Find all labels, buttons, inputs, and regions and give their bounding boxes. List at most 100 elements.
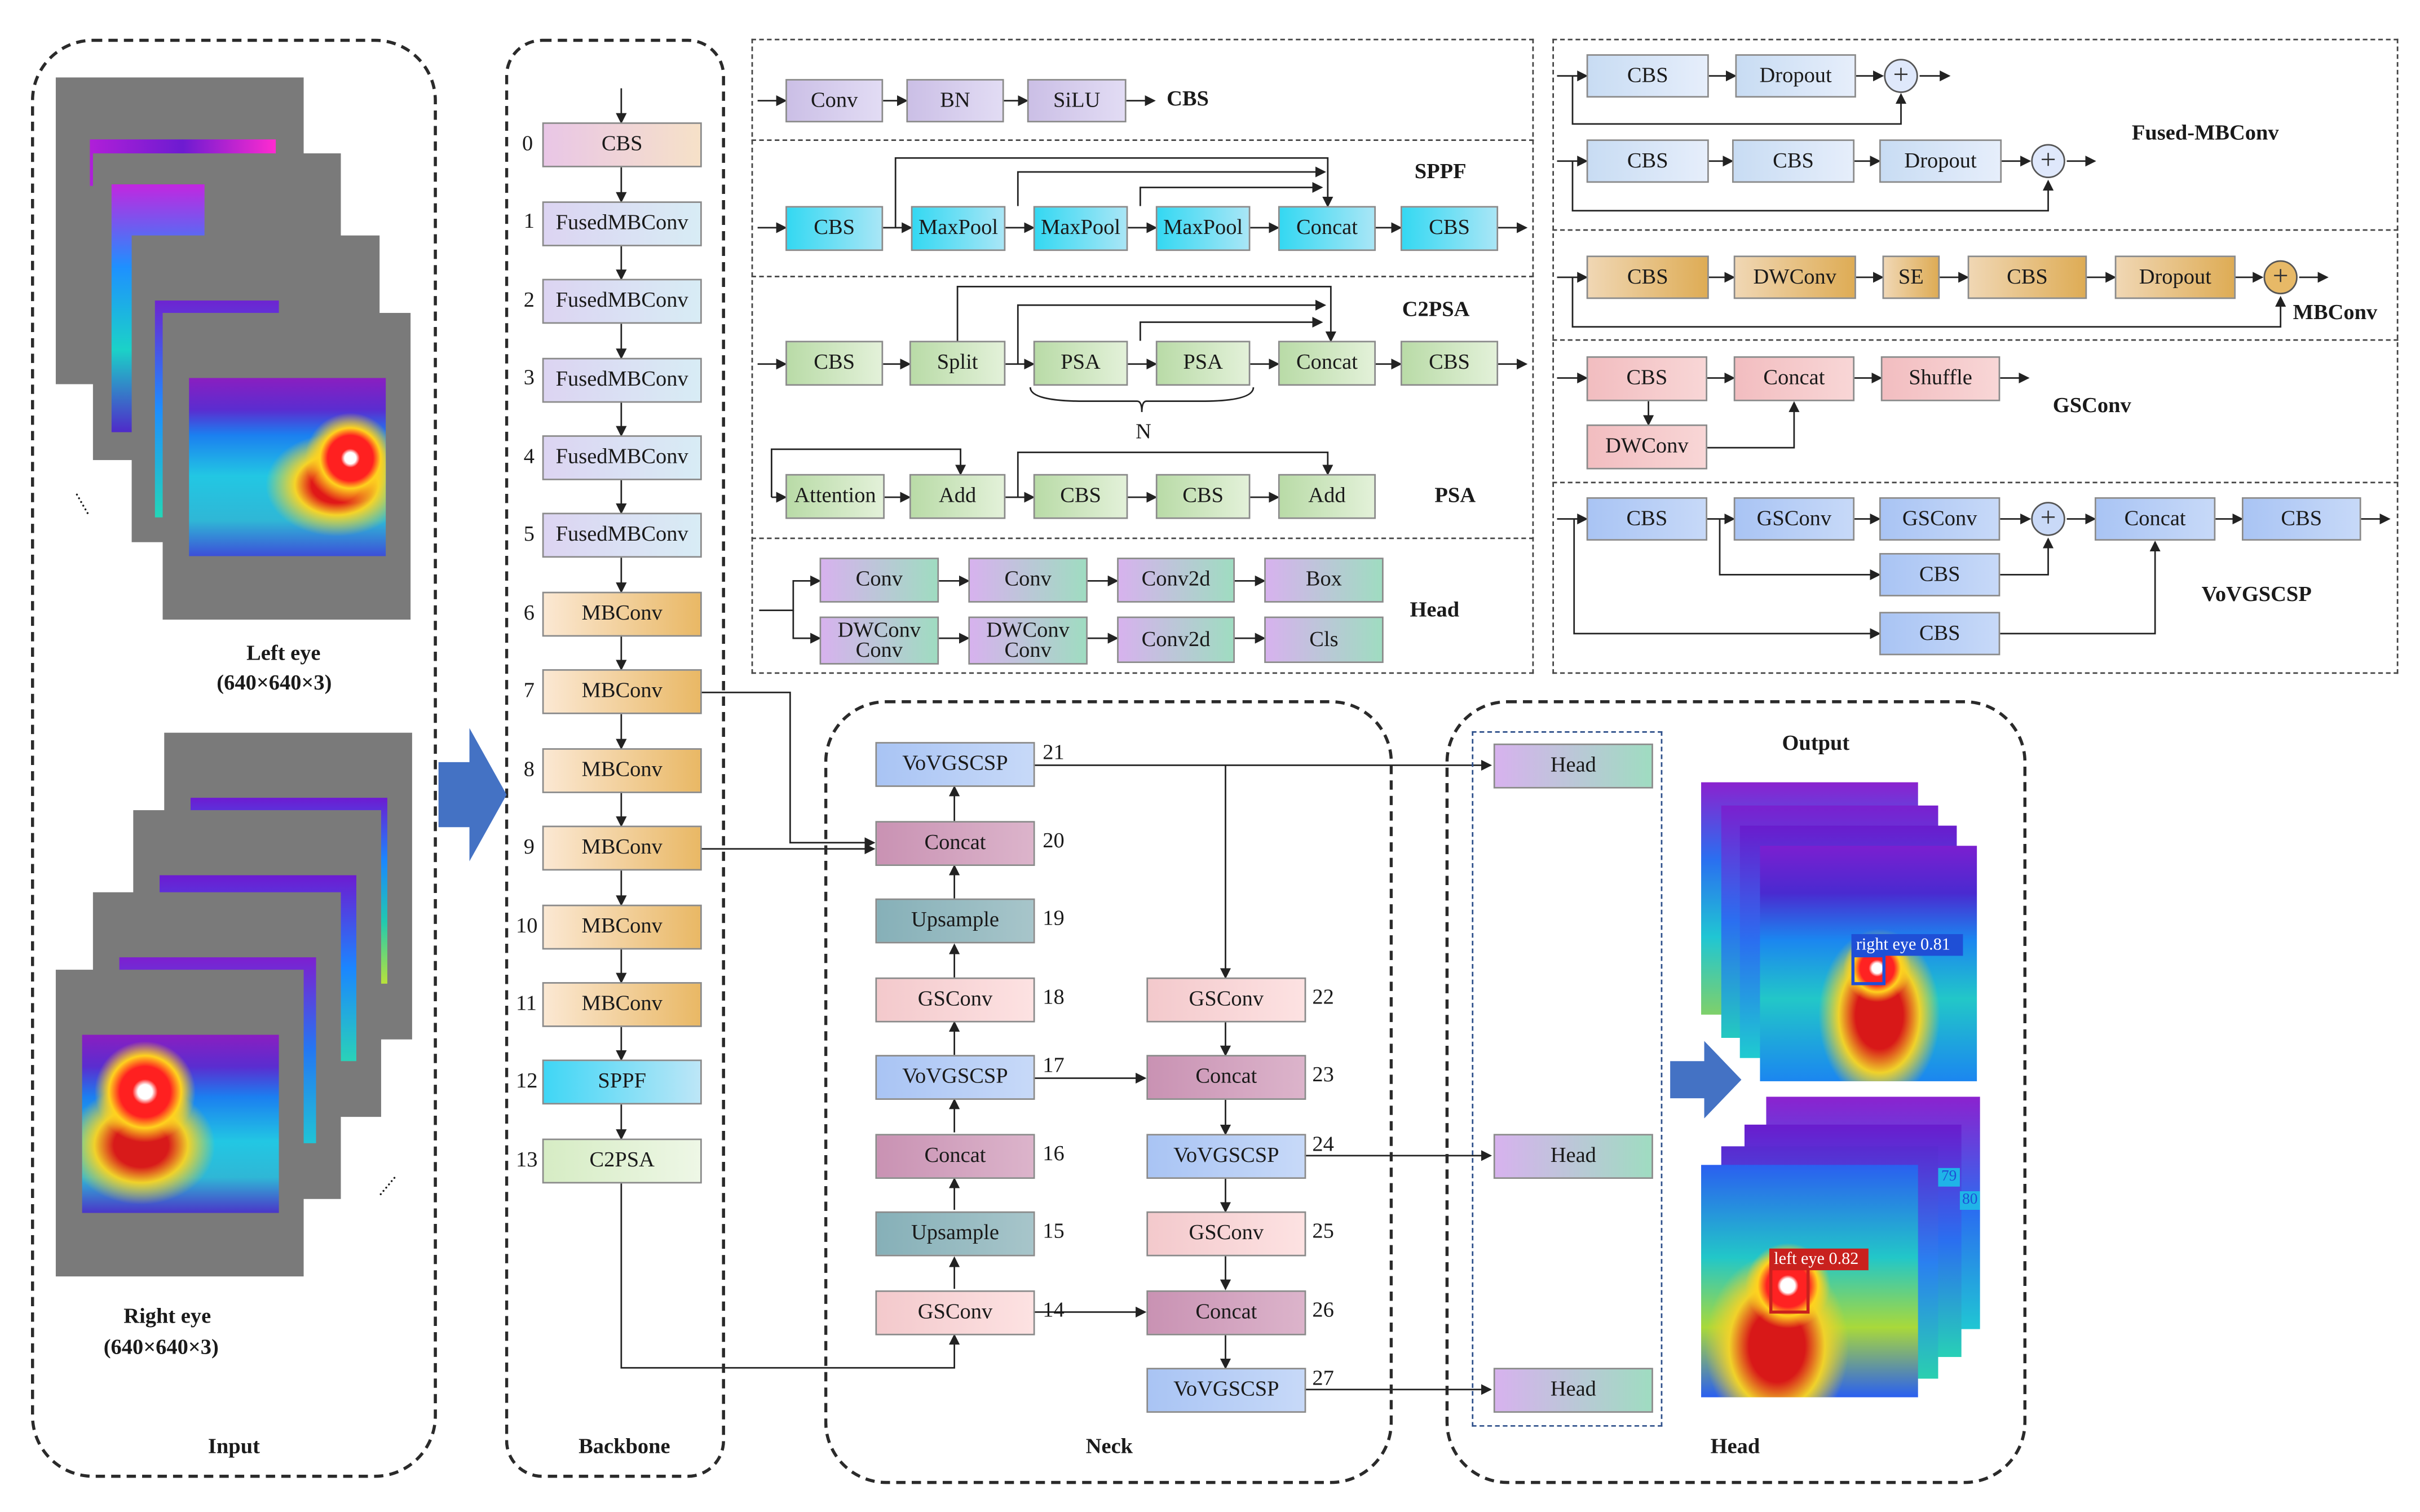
module-block: PSA xyxy=(1155,341,1251,386)
head-stack-box xyxy=(1472,731,1663,1427)
module-block: DWConv xyxy=(1733,255,1856,299)
head-title: Head xyxy=(1710,1436,1760,1460)
module-block: PSA xyxy=(1033,341,1128,386)
neck-title: Neck xyxy=(1085,1436,1133,1460)
module-block: Add xyxy=(909,474,1006,519)
right-eye-label: Right eye xyxy=(123,1306,211,1329)
module-block: Conv2d xyxy=(1117,558,1235,603)
right-eye-image xyxy=(55,970,304,1277)
modules-right-box xyxy=(1552,38,2399,674)
layer-index: 24 xyxy=(1312,1134,1334,1157)
backbone-layer: C2PSA xyxy=(542,1138,702,1184)
backbone-layer: MBConv xyxy=(542,982,702,1027)
left-eye-dims: (640×640×3) xyxy=(217,672,332,696)
layer-index: 15 xyxy=(1043,1221,1065,1244)
neck-panel xyxy=(824,700,1393,1484)
module-block: CBS xyxy=(1586,497,1708,541)
module-block: CBS xyxy=(1879,552,2001,596)
backbone-layer: SPPF xyxy=(542,1059,702,1105)
neck-layer: GSConv xyxy=(875,977,1035,1023)
layer-index: 18 xyxy=(1043,987,1065,1010)
module-block: Concat xyxy=(1733,356,1855,401)
module-block: BN xyxy=(906,79,1004,123)
module-title: GSConv xyxy=(2052,395,2131,418)
neck-layer: Concat xyxy=(1146,1290,1306,1336)
right-eye-output-image xyxy=(1760,846,1977,1081)
neck-layer: VoVGSCSP xyxy=(1146,1134,1306,1179)
module-block: MaxPool xyxy=(911,206,1006,251)
neck-layer: Upsample xyxy=(875,898,1035,944)
module-block: CBS xyxy=(785,341,884,386)
module-block: Dropout xyxy=(1735,54,1856,98)
head-panel xyxy=(1445,700,2027,1484)
module-block: CBS xyxy=(2242,497,2361,541)
module-title: VoVGSCSP xyxy=(2201,583,2312,608)
module-title: PSA xyxy=(1434,485,1476,509)
module-block: MaxPool xyxy=(1155,206,1251,251)
module-block: Dropout xyxy=(1879,139,2002,183)
left-eye-label: Left eye xyxy=(246,643,321,666)
neck-layer: Concat xyxy=(875,821,1035,866)
right-eye-dims: (640×640×3) xyxy=(103,1337,219,1360)
module-block: GSConv xyxy=(1733,497,1855,541)
backbone-layer: FusedMBConv xyxy=(542,278,702,324)
layer-index: 13 xyxy=(516,1149,538,1173)
add-icon: + xyxy=(2031,144,2065,178)
neck-layer: VoVGSCSP xyxy=(875,742,1035,787)
module-block: Conv xyxy=(968,558,1088,603)
module-block: CBS xyxy=(1400,206,1499,251)
input-title: Input xyxy=(207,1436,260,1460)
add-icon: + xyxy=(2031,502,2065,536)
layer-index: 21 xyxy=(1043,742,1065,766)
module-block: Cls xyxy=(1264,616,1384,664)
module-block: MaxPool xyxy=(1033,206,1128,251)
module-block: Concat xyxy=(1278,341,1376,386)
module-block: Shuffle xyxy=(1880,356,2001,401)
layer-index: 5 xyxy=(523,523,535,547)
backbone-layer: FusedMBConv xyxy=(542,435,702,480)
detection-badge: 79 xyxy=(1938,1168,1960,1187)
backbone-title: Backbone xyxy=(578,1436,670,1460)
layer-index: 19 xyxy=(1043,908,1065,931)
layer-index: 14 xyxy=(1043,1299,1065,1323)
add-icon: + xyxy=(1884,59,1918,93)
module-block: CBS xyxy=(1586,356,1708,401)
layer-index: 27 xyxy=(1312,1368,1334,1391)
module-block: CBS xyxy=(1586,139,1709,183)
layer-index: 9 xyxy=(523,836,535,860)
module-block: DWConv Conv xyxy=(968,616,1088,665)
flow-arrow-icon xyxy=(438,728,507,861)
module-block: CBS xyxy=(1155,474,1251,519)
module-block: Conv xyxy=(819,558,939,603)
layer-index: 17 xyxy=(1043,1055,1065,1078)
head-block: Head xyxy=(1493,1134,1653,1179)
module-title: C2PSA xyxy=(1402,299,1470,322)
module-block: GSConv xyxy=(1879,497,2001,541)
divider xyxy=(751,139,1534,142)
module-block: Split xyxy=(909,341,1006,386)
backbone-layer: FusedMBConv xyxy=(542,357,702,403)
module-block: CBS xyxy=(1586,255,1709,299)
layer-index: 16 xyxy=(1043,1143,1065,1167)
neck-layer: GSConv xyxy=(875,1290,1035,1336)
module-block: SiLU xyxy=(1027,79,1127,123)
detection-badge: 80 xyxy=(1959,1191,1980,1210)
neck-layer: Upsample xyxy=(875,1211,1035,1257)
backbone-layer: CBS xyxy=(542,122,702,167)
layer-index: 23 xyxy=(1312,1064,1334,1087)
left-eye-image xyxy=(162,313,411,620)
layer-index: 8 xyxy=(523,759,535,782)
module-block: SE xyxy=(1882,255,1940,299)
layer-index: 2 xyxy=(523,289,535,313)
neck-layer: Concat xyxy=(1146,1055,1306,1100)
module-block: CBS xyxy=(1879,612,2001,656)
layer-index: 12 xyxy=(516,1070,538,1094)
detection-box xyxy=(1851,954,1886,985)
neck-layer: VoVGSCSP xyxy=(1146,1368,1306,1413)
backbone-layer: MBConv xyxy=(542,669,702,714)
repeat-label: N xyxy=(1136,421,1151,445)
divider xyxy=(1552,229,2399,231)
module-block: CBS xyxy=(1400,341,1499,386)
module-block: Dropout xyxy=(2114,255,2236,299)
